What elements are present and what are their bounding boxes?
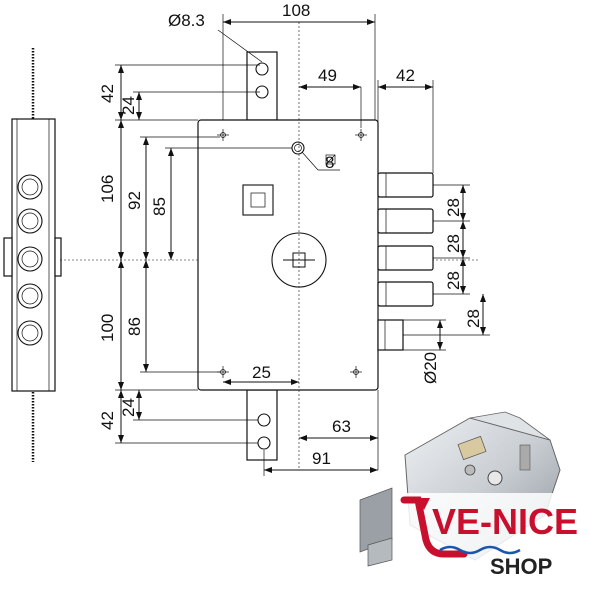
dimension-lines <box>115 14 490 476</box>
ve-nice-logo: VE-NICE SHOP <box>398 493 578 579</box>
dim-28-a: 28 <box>444 198 463 217</box>
dim-85: 85 <box>150 197 169 216</box>
dim-d8: 8 <box>325 153 334 172</box>
dim-28-d: 28 <box>464 309 483 328</box>
dim-42-left-top: 42 <box>98 84 117 103</box>
dim-100: 100 <box>98 314 117 342</box>
dim-25: 25 <box>252 363 271 382</box>
logo-tagline: SHOP <box>490 554 552 579</box>
dim-42-left-bottom: 42 <box>98 411 117 430</box>
dim-106: 106 <box>98 175 117 203</box>
side-view-faceplate <box>3 48 62 462</box>
dim-63: 63 <box>332 417 351 436</box>
side-bolt-holes <box>17 174 43 346</box>
dim-d20: Ø20 <box>421 352 440 384</box>
dim-28-b: 28 <box>444 234 463 253</box>
dim-108: 108 <box>282 1 310 20</box>
bolts <box>377 172 434 351</box>
spindle-square <box>242 184 274 216</box>
dim-28-c: 28 <box>444 271 463 290</box>
lock-body <box>197 22 434 470</box>
logo-name: VE-NICE <box>432 501 578 542</box>
dim-92: 92 <box>125 191 144 210</box>
dim-d8-3: Ø8.3 <box>168 11 205 30</box>
dim-24-top: 24 <box>119 96 138 115</box>
diameter-square-icon <box>325 154 336 165</box>
wave-icon <box>439 545 521 555</box>
dim-86: 86 <box>125 317 144 336</box>
dim-42-top: 42 <box>396 66 415 85</box>
latch-bolt <box>377 319 404 351</box>
dimension-labels: Ø8.3 108 49 42 8 42 24 106 92 85 100 86 … <box>98 1 483 468</box>
dim-24-bottom: 24 <box>119 398 138 417</box>
dim-49: 49 <box>318 66 337 85</box>
dim-91: 91 <box>312 449 331 468</box>
